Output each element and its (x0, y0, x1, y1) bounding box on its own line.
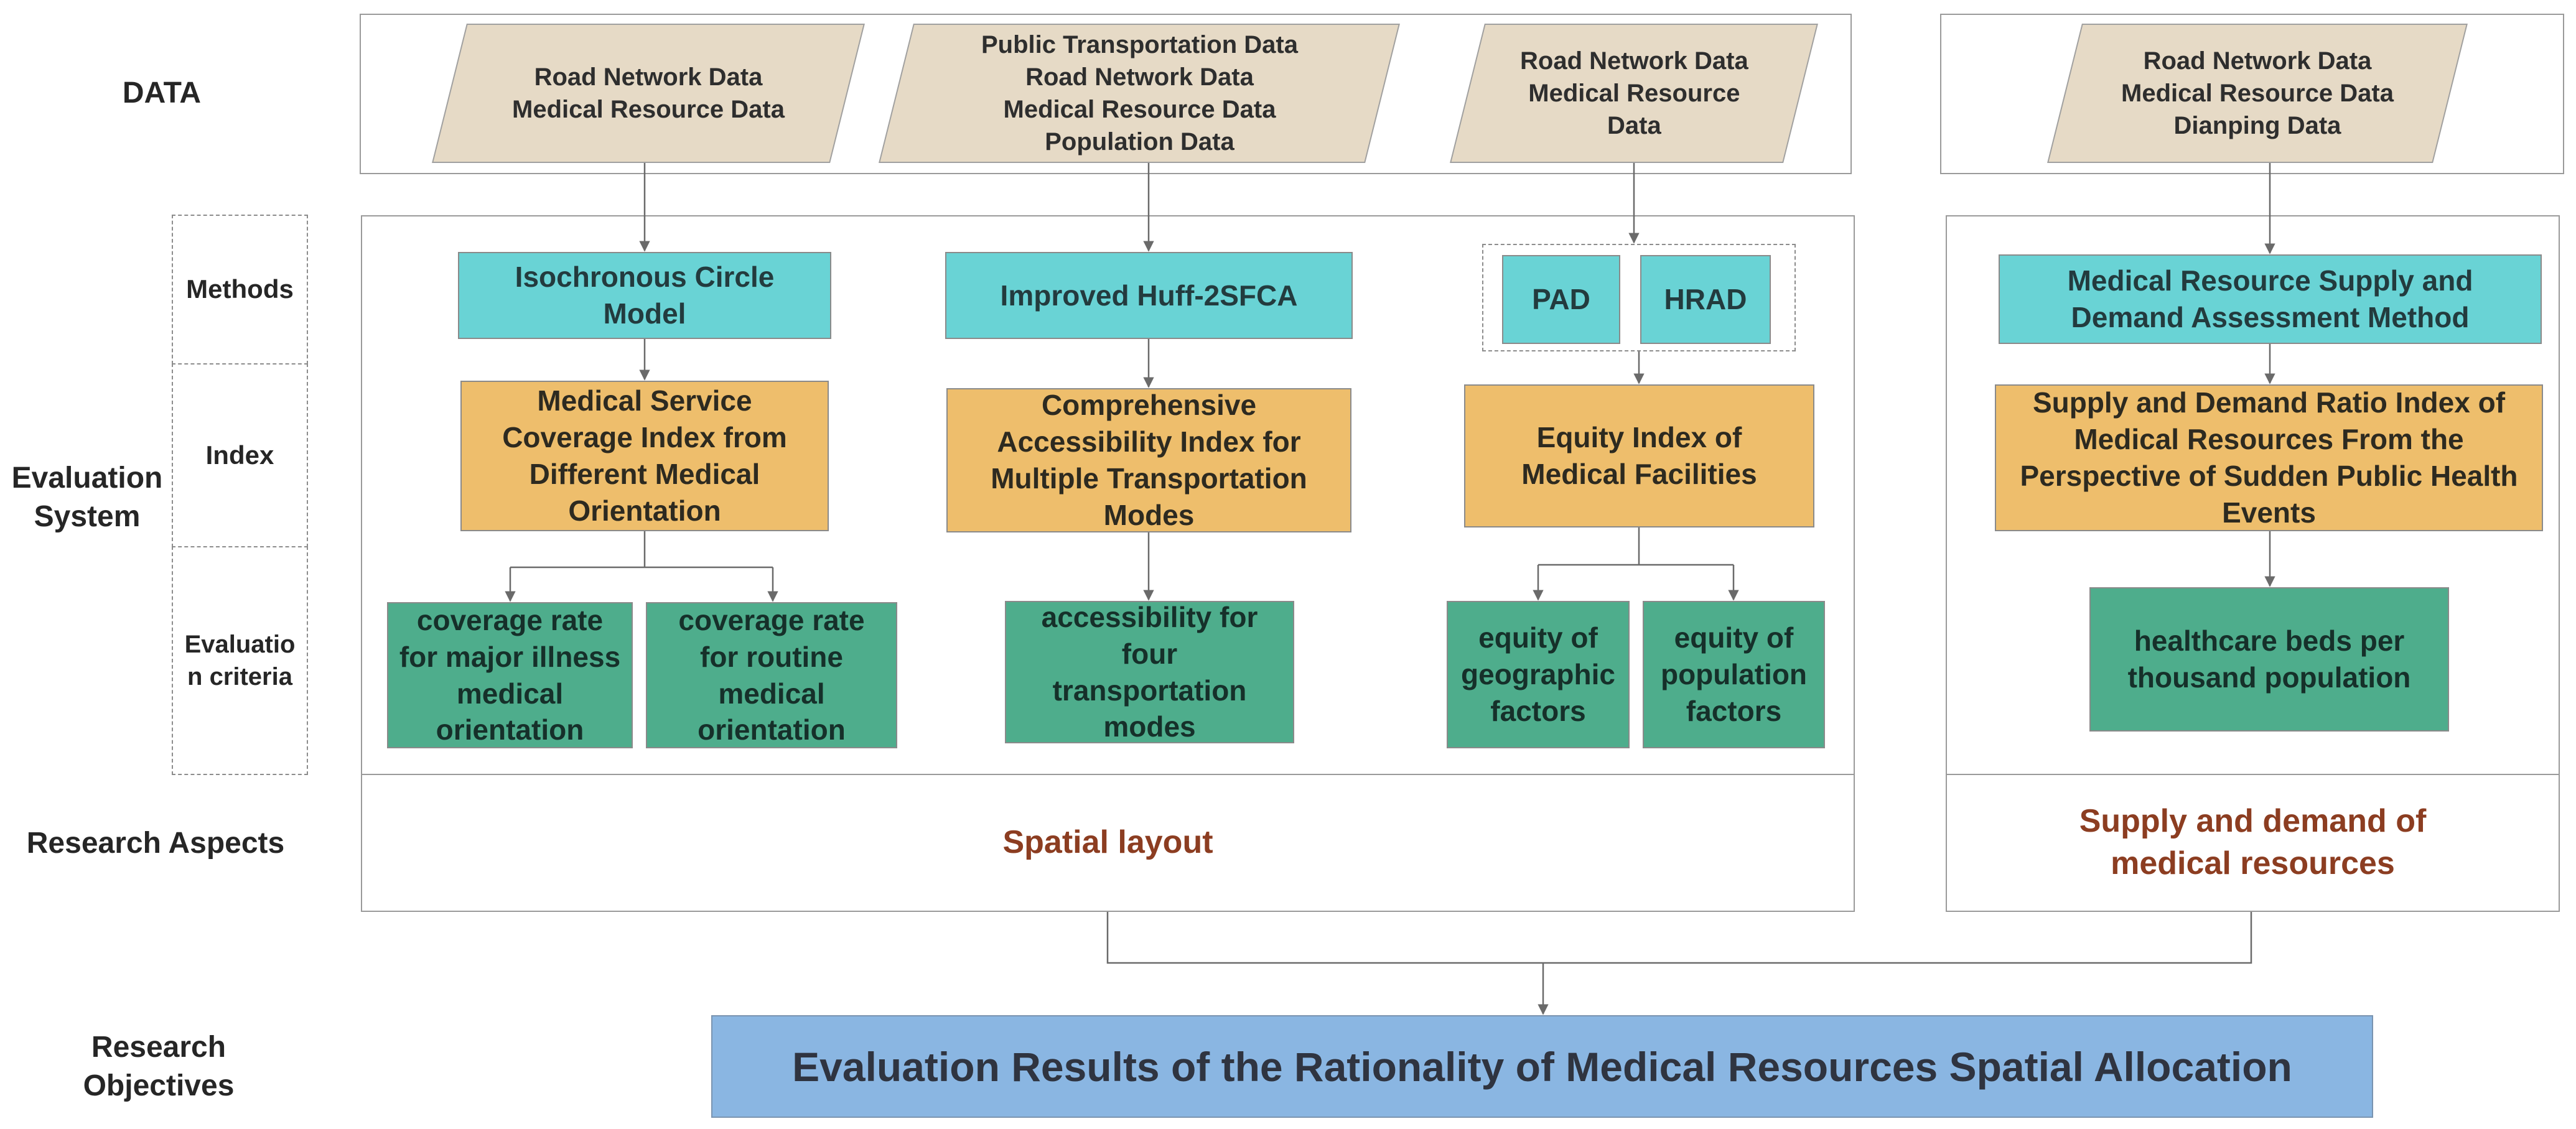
arrow-coverage-to-criteria (510, 531, 773, 569)
criteria-major-illness-coverage: coverage rate for major illness medical … (387, 602, 633, 748)
aspect-divider-right (1946, 774, 2560, 775)
aspect-supply-demand: Supply and demand of medical resources (2079, 803, 2427, 881)
index-equity-medical-facilities: Equity Index of Medical Facilities (1464, 384, 1814, 527)
sub-label-index: Index (172, 363, 308, 547)
method-pad: PAD (1502, 255, 1620, 344)
row-label-data: DATA (122, 76, 202, 109)
row-label-research-objectives: Research Objectives (83, 1030, 235, 1102)
aspect-divider-left (361, 774, 1855, 775)
criteria-geographic-equity: equity of geographic factors (1447, 601, 1630, 748)
row-label-research-aspects: Research Aspects (26, 826, 285, 860)
research-objective-box: Evaluation Results of the Rationality of… (711, 1015, 2373, 1118)
criteria-population-equity: equity of population factors (1643, 601, 1825, 748)
index-comprehensive-accessibility: Comprehensive Accessibility Index for Mu… (946, 388, 1351, 532)
connector-aspects-merge (1106, 912, 2252, 964)
method-improved-huff-2sfca: Improved Huff-2SFCA (945, 252, 1353, 339)
aspect-spatial-layout: Spatial layout (1002, 824, 1213, 861)
arrow-equity-to-criteria (1538, 527, 1734, 566)
sub-label-criteria: Evaluatio n criteria (172, 546, 308, 775)
method-isochronous-circle: Isochronous Circle Model (458, 252, 831, 339)
method-supply-demand-assessment: Medical Resource Supply and Demand Asses… (1999, 254, 2542, 344)
method-group-pad-hrad (1482, 244, 1796, 351)
criteria-routine-coverage: coverage rate for routine medical orient… (646, 602, 897, 748)
index-supply-demand-ratio: Supply and Demand Ratio Index of Medical… (1995, 384, 2543, 531)
row-label-evaluation-system: Evaluation System (11, 461, 163, 533)
criteria-healthcare-beds: healthcare beds per thousand population (2089, 587, 2449, 732)
index-medical-service-coverage: Medical Service Coverage Index from Diff… (460, 381, 829, 531)
criteria-four-transportation-modes: accessibility for four transportation mo… (1005, 601, 1294, 743)
method-hrad: HRAD (1640, 255, 1771, 344)
